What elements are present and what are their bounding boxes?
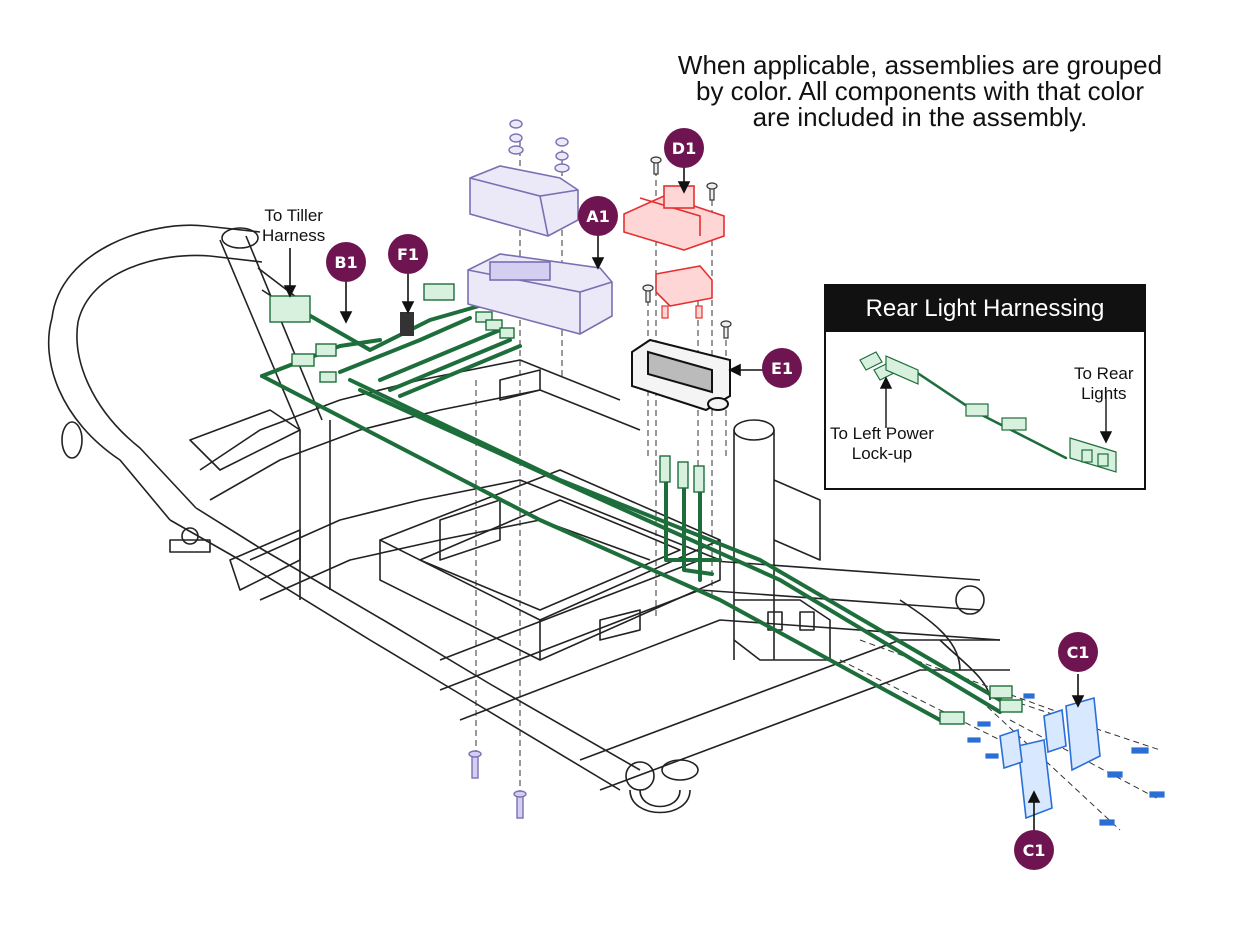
color-grouping-note: When applicable, assemblies are grouped … [640, 52, 1200, 130]
note-line: by color. All components with that color [695, 76, 1144, 106]
label-line: To Rear [1074, 364, 1134, 383]
label-line: Lights [1081, 384, 1127, 403]
callout-b1: B1 [326, 242, 366, 282]
label-line: To Tiller [264, 206, 323, 225]
wiring-harness [260, 298, 1002, 722]
label-line: Harness [262, 226, 326, 245]
callout-d1: D1 [664, 128, 704, 168]
controller-body [467, 253, 613, 335]
note-line: are included in the assembly. [752, 102, 1088, 132]
svg-text:D1: D1 [672, 139, 696, 158]
left-power-lockup-label: To Left Power Lock-up [830, 424, 934, 464]
callout-c1-top: C1 [1058, 632, 1098, 672]
callout-c1-bottom: C1 [1014, 830, 1054, 870]
callout-e1: E1 [762, 348, 802, 388]
harness-connectors [269, 283, 1023, 725]
svg-text:A1: A1 [586, 207, 610, 226]
note-line: When applicable, assemblies are grouped [677, 50, 1163, 80]
controller-hardware [508, 119, 570, 173]
fuse-pins [661, 305, 703, 319]
svg-text:F1: F1 [397, 245, 419, 264]
callout-pointers [283, 166, 1085, 834]
callout-f1: F1 [388, 234, 428, 274]
rear-light-inset: Rear Light Harnessing To Rear Lights To … [824, 284, 1146, 490]
rear-light-harness-drawing [859, 351, 1117, 473]
charger-port-housing [631, 338, 731, 412]
svg-text:C1: C1 [1067, 643, 1090, 662]
svg-text:B1: B1 [334, 253, 357, 272]
inset-title: Rear Light Harnessing [826, 286, 1144, 332]
controller-cover [469, 165, 579, 237]
bracket-assembly [999, 696, 1101, 820]
fuse-screws [642, 156, 732, 339]
rear-lights-label: To Rear Lights [1074, 364, 1134, 404]
svg-text:E1: E1 [771, 359, 793, 378]
svg-text:C1: C1 [1023, 841, 1046, 860]
fuse-clip [400, 312, 414, 336]
fuse-holder [623, 185, 725, 307]
label-line: Lock-up [851, 444, 913, 463]
bracket-screws [967, 693, 1165, 826]
controller-screws [468, 750, 527, 819]
callout-a1: A1 [578, 196, 618, 236]
tiller-harness-label: To Tiller Harness [262, 206, 325, 246]
label-line: To Left Power [830, 424, 934, 443]
